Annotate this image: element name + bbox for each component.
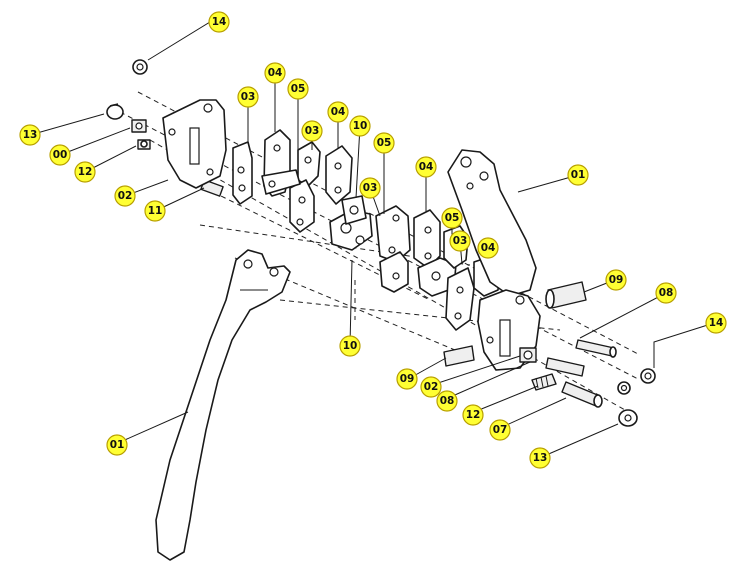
callout-label: 05 <box>291 83 306 95</box>
callout-label: 12 <box>466 409 481 421</box>
callout-label: 02 <box>118 190 133 202</box>
callout-label: 10 <box>343 340 358 352</box>
callout-label: 08 <box>659 287 674 299</box>
callout-04-d: 04 <box>477 237 499 259</box>
part-13-left <box>106 103 124 120</box>
callout-label: 04 <box>268 67 283 79</box>
part-13-right <box>618 409 638 427</box>
callout-label: 12 <box>78 166 93 178</box>
callout-02-bottom: 02 <box>420 376 442 398</box>
callout-label: 08 <box>440 395 455 407</box>
part-09-bottom <box>443 345 475 367</box>
callout-label: 13 <box>23 129 38 141</box>
callout-label: 11 <box>148 205 163 217</box>
callout-01-right: 01 <box>567 164 589 186</box>
callout-08-top: 08 <box>655 282 677 304</box>
callout-00: 00 <box>49 144 71 166</box>
part-14-right <box>617 368 656 395</box>
part-07 <box>561 381 603 408</box>
callout-label: 01 <box>571 169 586 181</box>
callout-12-left: 12 <box>74 161 96 183</box>
callout-label: 04 <box>481 242 496 254</box>
part-12-left <box>137 139 151 150</box>
callout-11: 11 <box>144 200 166 222</box>
side-plate-left <box>162 99 227 189</box>
callout-label: 07 <box>493 424 508 436</box>
callout-04-a: 04 <box>264 62 286 84</box>
part-08-bottom <box>545 357 585 377</box>
callout-label: 05 <box>377 137 392 149</box>
callout-label: 04 <box>331 106 346 118</box>
callout-label: 09 <box>609 274 624 286</box>
callout-05-a: 05 <box>287 78 309 100</box>
callout-08-bottom: 08 <box>436 390 458 412</box>
callout-label: 09 <box>400 373 415 385</box>
callout-10-bottom: 10 <box>339 335 361 357</box>
part-00 <box>131 119 147 133</box>
callout-label: 10 <box>353 120 368 132</box>
lever-handle <box>155 249 291 561</box>
callout-label: 14 <box>212 16 227 28</box>
callout-05-b: 05 <box>373 132 395 154</box>
callout-label: 01 <box>110 439 125 451</box>
callout-label: 14 <box>709 317 724 329</box>
part-02-bottom <box>519 347 537 363</box>
callout-01-left: 01 <box>106 434 128 456</box>
part-08-top <box>575 339 617 358</box>
callout-label: 00 <box>53 149 68 161</box>
callout-label: 05 <box>445 212 460 224</box>
callout-12-right: 12 <box>462 404 484 426</box>
callout-03-b: 03 <box>301 120 323 142</box>
callout-label: 03 <box>241 91 256 103</box>
leader-lines <box>29 21 715 457</box>
callout-14-right: 14 <box>705 312 727 334</box>
part-09-top <box>545 281 587 309</box>
callout-13-left: 13 <box>19 124 41 146</box>
callout-04-c: 04 <box>415 156 437 178</box>
callout-05-c: 05 <box>441 207 463 229</box>
callout-02-left: 02 <box>114 185 136 207</box>
callout-03-d: 03 <box>449 230 471 252</box>
callout-10-top: 10 <box>349 115 371 137</box>
callout-label: 03 <box>363 182 378 194</box>
callout-label: 03 <box>453 235 468 247</box>
callout-09-top: 09 <box>605 269 627 291</box>
callout-09-bottom: 09 <box>396 368 418 390</box>
callout-03-c: 03 <box>359 177 381 199</box>
callout-label: 04 <box>419 161 434 173</box>
callout-14-top: 14 <box>208 11 230 33</box>
callout-label: 03 <box>305 125 320 137</box>
callout-label: 02 <box>424 381 439 393</box>
callout-13-right: 13 <box>529 447 551 469</box>
callout-label: 13 <box>533 452 548 464</box>
callout-07: 07 <box>489 419 511 441</box>
part-14-top <box>132 59 148 75</box>
callout-03-a: 03 <box>237 86 259 108</box>
callout-04-b: 04 <box>327 101 349 123</box>
part-12-right <box>531 373 557 391</box>
